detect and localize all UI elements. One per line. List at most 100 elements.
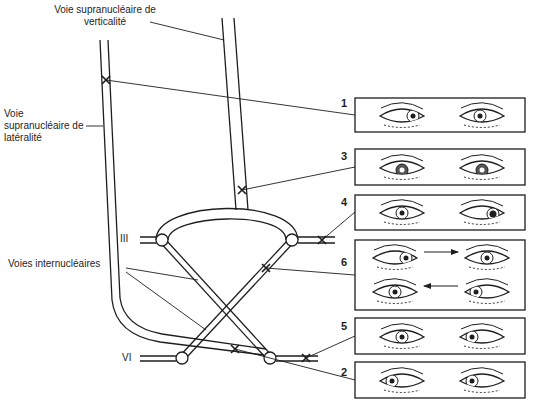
pupil: [470, 335, 475, 340]
eye-shape: [380, 324, 424, 349]
internuclear-pathway: [160, 242, 268, 360]
leader-line: [235, 349, 355, 380]
iris: [386, 375, 398, 387]
eye-shape: [373, 279, 417, 304]
pathway-label: Voie supranucléaire de verticalité: [50, 4, 160, 28]
nuclei: [156, 234, 298, 364]
eye-box: [355, 149, 525, 185]
nerve-iii-stub: [298, 237, 335, 243]
eye-shape: [380, 103, 424, 128]
pathways: [100, 18, 335, 361]
lesion-cross: [302, 354, 310, 362]
eye-box: [355, 195, 525, 230]
pupil: [404, 256, 409, 261]
nerve-iii-stub: [140, 237, 156, 243]
leader-line: [242, 167, 355, 190]
eye-shape: [380, 155, 424, 180]
leader-line: [106, 80, 355, 115]
iris: [466, 331, 478, 343]
pupil: [480, 168, 485, 173]
eye-shape: [373, 245, 417, 270]
pupil: [390, 379, 395, 384]
eye-shape: [460, 103, 504, 128]
iris: [487, 208, 499, 220]
callout-number: 4: [341, 196, 353, 208]
nuclear-arch: [168, 219, 286, 240]
iris: [389, 286, 401, 298]
eye-shape: [460, 368, 504, 393]
iris: [407, 110, 419, 122]
eye-boxes: [355, 98, 525, 398]
eye: [373, 245, 417, 270]
eye: [465, 245, 509, 270]
lesion-marks: [102, 76, 326, 362]
pupil: [490, 211, 497, 218]
lateral-pathway: [100, 40, 264, 355]
eye-shape: [380, 200, 424, 225]
callout-number: 1: [341, 97, 353, 109]
eye-box: [355, 98, 525, 132]
callout-number: 6: [341, 256, 353, 268]
nerve-label: III: [120, 233, 140, 245]
lesion-cross: [262, 264, 270, 272]
leader-lines: [86, 22, 355, 380]
eye-box: [355, 362, 525, 398]
eye-shape: [460, 324, 504, 349]
vertical-pathway: [222, 18, 236, 210]
pathway-label: Voie supranucléaire de latéralité: [4, 108, 88, 144]
eyes: [373, 103, 509, 393]
iris: [474, 110, 486, 122]
eye: [460, 324, 504, 349]
callout-number: 5: [341, 320, 353, 332]
iris: [476, 164, 488, 176]
eye-shape: [465, 245, 509, 270]
eye-shape: [465, 279, 509, 304]
nerve-label: VI: [122, 352, 142, 364]
vertical-pathway: [234, 18, 248, 210]
callout-number: 3: [341, 150, 353, 162]
eye-shape: [460, 200, 504, 225]
pupil: [400, 211, 405, 216]
eye: [380, 200, 424, 225]
leader-line: [86, 126, 103, 127]
nucleus-circle: [176, 352, 188, 364]
iris: [466, 375, 478, 387]
nerve-vi-stub: [276, 356, 318, 361]
internuclear-pathway: [184, 242, 294, 360]
eye: [373, 279, 417, 304]
iris: [470, 286, 482, 298]
eye-shape: [460, 155, 504, 180]
eye: [465, 279, 509, 304]
lateral-pathway: [108, 40, 266, 349]
lesion-cross: [102, 76, 110, 84]
pupil: [411, 114, 416, 119]
leader-line: [322, 212, 355, 240]
iris: [400, 252, 412, 264]
iris: [481, 252, 493, 264]
eye-box: [355, 240, 525, 310]
internuclear-pathway: [164, 238, 272, 356]
pathway-label: Voies internucléaires: [8, 258, 126, 270]
pupil: [400, 168, 405, 173]
leader-line: [306, 336, 355, 358]
eye-shape: [380, 368, 424, 393]
pupil: [470, 379, 475, 384]
gaze-arrow: [424, 252, 458, 253]
iris: [396, 331, 408, 343]
pupil: [478, 114, 483, 119]
eye: [380, 324, 424, 349]
leader-line: [126, 268, 206, 330]
nerve-vi-stub: [140, 356, 176, 361]
pupil: [400, 335, 405, 340]
leader-line: [150, 22, 224, 40]
eye: [380, 368, 424, 393]
nucleus-circle: [156, 234, 168, 246]
pupil: [474, 290, 479, 295]
nuclear-arch: [156, 208, 298, 240]
pupil: [393, 290, 398, 295]
gaze-arrow: [424, 286, 458, 287]
eye: [460, 155, 504, 180]
eye: [380, 103, 424, 128]
